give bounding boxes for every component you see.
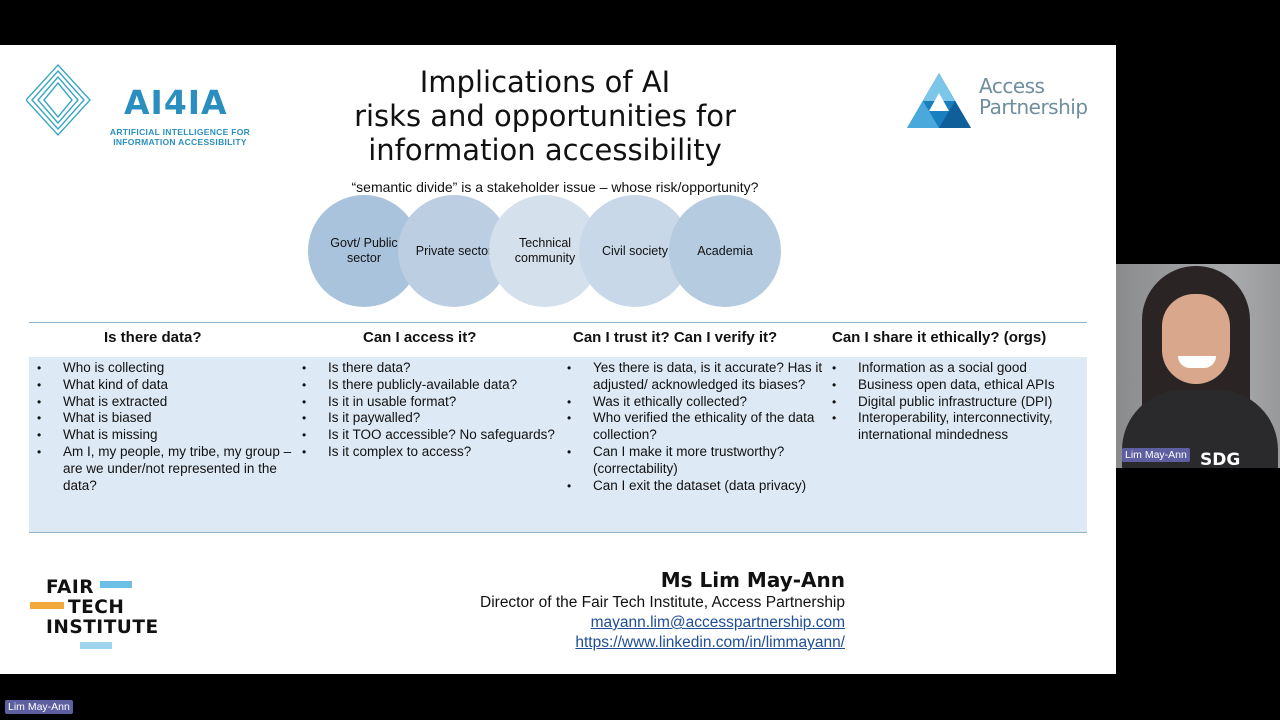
logo-bar <box>80 642 112 649</box>
list-item: Is it paywalled? <box>302 410 559 427</box>
list-item: Who verified the ethicality of the data … <box>567 410 824 444</box>
table-header: Is there data? Can I access it? Can I tr… <box>29 322 1087 358</box>
list-item: Information as a social good <box>832 360 1086 377</box>
shirt-text: SDG <box>1200 450 1241 468</box>
column-header: Can I trust it? Can I verify it? <box>573 329 778 346</box>
list-item: Is there publicly-available data? <box>302 377 559 394</box>
diamond-logo-icon <box>26 63 91 137</box>
participant-video-tile[interactable]: SDG Lim May-Ann <box>1116 264 1280 468</box>
list-item: Business open data, ethical APIs <box>832 377 1086 394</box>
logo-line: Partnership <box>979 95 1088 119</box>
list-item: Is it complex to access? <box>302 444 559 461</box>
logo-bar <box>30 602 64 609</box>
list-item: Digital public infrastructure (DPI) <box>832 394 1086 411</box>
speaker-email-link[interactable]: mayann.lim@accesspartnership.com <box>590 614 845 631</box>
speaker-info: Ms Lim May-Ann Director of the Fair Tech… <box>480 567 845 653</box>
stakeholder-label: Civil society <box>602 243 668 258</box>
list-item: What is biased <box>37 410 294 427</box>
list-item: What kind of data <box>37 377 294 394</box>
logo-bar <box>100 581 132 588</box>
video-person-face <box>1162 294 1230 384</box>
list-item: Yes there is data, is it accurate? Has i… <box>567 360 824 394</box>
column-header: Can I share it ethically? (orgs) <box>832 329 1047 346</box>
stakeholder-circle: Academia <box>669 195 781 307</box>
speaker-role: Director of the Fair Tech Institute, Acc… <box>480 594 845 611</box>
logo-word: FAIR <box>46 577 94 598</box>
access-partnership-logo: Access Partnership <box>905 71 1095 137</box>
participant-name-label: Lim May-Ann <box>1122 448 1190 462</box>
list-item: Interoperability, interconnectivity, int… <box>832 410 1086 444</box>
ai4ia-logo: AI4IA ARTIFICIAL INTELLIGENCE FOR INFORM… <box>26 63 256 147</box>
title-line: information accessibility <box>368 133 722 167</box>
list-item: Is there data? <box>302 360 559 377</box>
logo-word: TECH <box>68 597 125 618</box>
table-column: Information as a social good Business op… <box>824 360 1086 444</box>
logo-word: INSTITUTE <box>46 617 159 638</box>
slide-subtitle: “semantic divide” is a stakeholder issue… <box>351 179 759 195</box>
ai4ia-tagline: ARTIFICIAL INTELLIGENCE FOR INFORMATION … <box>109 127 251 147</box>
table-column: Who is collecting What kind of data What… <box>29 360 294 494</box>
list-item: Can I make it more trustworthy? (correct… <box>567 444 824 478</box>
stakeholder-label: Academia <box>697 243 753 258</box>
table-body: Who is collecting What kind of data What… <box>29 357 1087 533</box>
speaker-name: Ms Lim May-Ann <box>660 568 845 592</box>
table-column: Is there data? Is there publicly-availab… <box>294 360 559 461</box>
column-header: Is there data? <box>104 329 202 346</box>
stakeholder-venn: Govt/ Public sector Private sector Techn… <box>308 195 788 309</box>
ai4ia-brand: AI4IA <box>124 83 228 122</box>
triangle-logo-icon <box>907 73 971 128</box>
presenter-name-label: Lim May-Ann <box>5 700 73 714</box>
list-item: Was it ethically collected? <box>567 394 824 411</box>
list-item: Is it TOO accessible? No safeguards? <box>302 427 559 444</box>
list-item: What is missing <box>37 427 294 444</box>
access-partnership-name: Access Partnership <box>979 76 1088 118</box>
presentation-slide: AI4IA ARTIFICIAL INTELLIGENCE FOR INFORM… <box>0 45 1116 674</box>
list-item: Am I, my people, my tribe, my group – ar… <box>37 444 294 494</box>
questions-table: Is there data? Can I access it? Can I tr… <box>29 322 1087 533</box>
video-person-smile <box>1178 356 1216 368</box>
list-item: What is extracted <box>37 394 294 411</box>
column-header: Can I access it? <box>363 329 477 346</box>
list-item: Is it in usable format? <box>302 394 559 411</box>
list-item: Can I exit the dataset (data privacy) <box>567 478 824 495</box>
speaker-linkedin-link[interactable]: https://www.linkedin.com/in/limmayann/ <box>575 634 845 651</box>
table-column: Yes there is data, is it accurate? Has i… <box>559 360 824 494</box>
logo-line: Access <box>979 74 1045 98</box>
stakeholder-label: Govt/ Public sector <box>330 236 398 265</box>
title-line: Implications of AI <box>419 65 671 99</box>
list-item: Who is collecting <box>37 360 294 377</box>
title-line: risks and opportunities for <box>354 99 736 133</box>
slide-title: Implications of AI risks and opportuniti… <box>300 65 790 167</box>
stakeholder-label: Technical community <box>514 236 576 265</box>
fair-tech-institute-logo: FAIR TECH INSTITUTE <box>30 577 190 657</box>
stakeholder-label: Private sector <box>415 243 493 258</box>
